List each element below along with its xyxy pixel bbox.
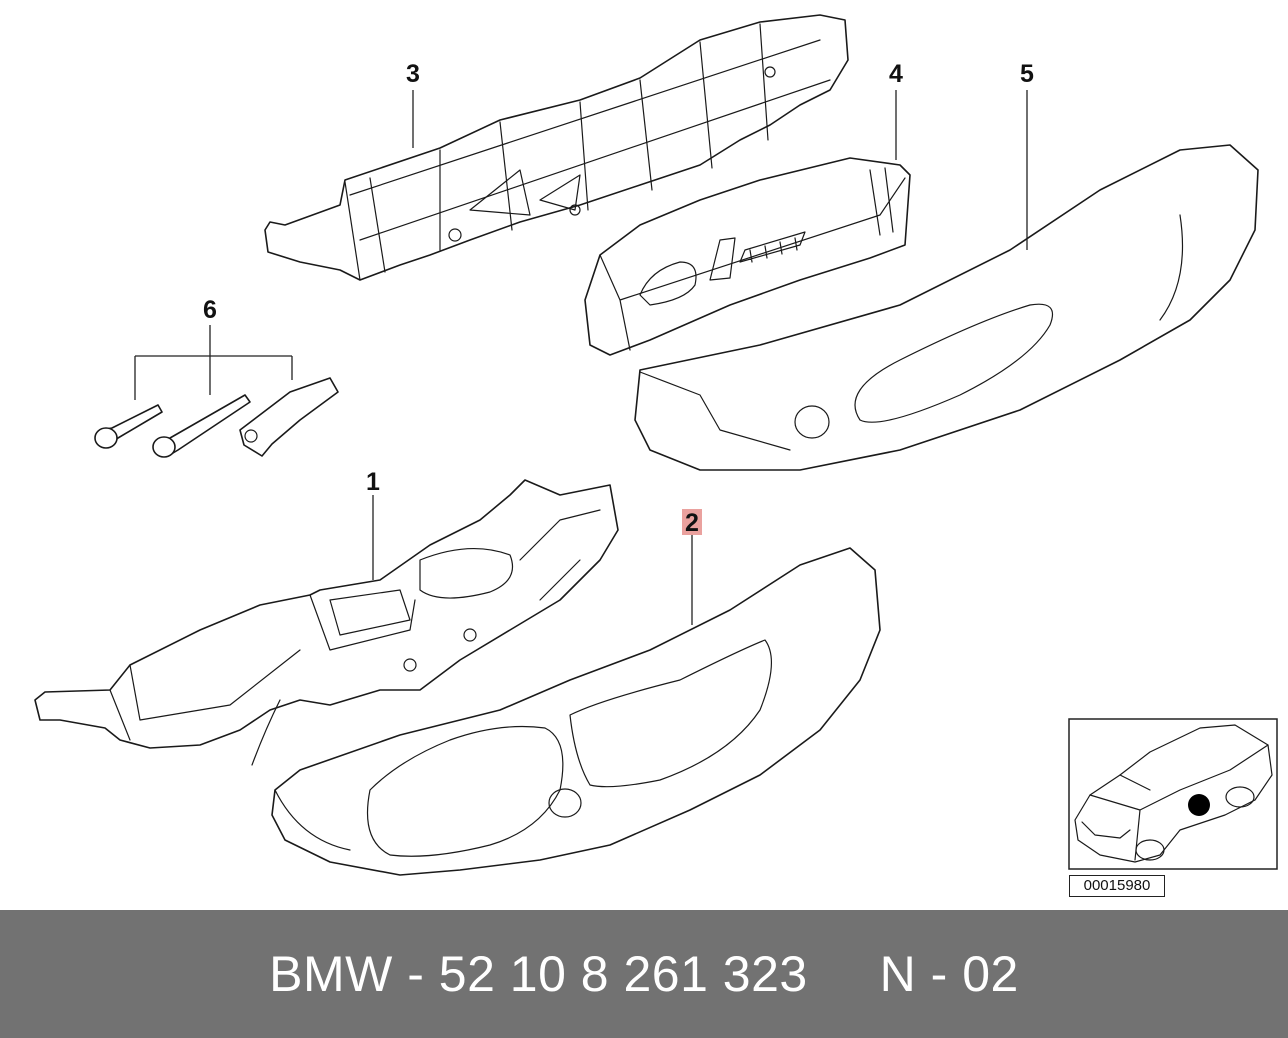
callout-4[interactable]: 4	[889, 60, 903, 88]
vehicle-locator-thumbnail	[1068, 718, 1278, 870]
part-number-text: BMW - 52 10 8 261 323 N - 02	[269, 946, 1019, 1002]
footer-bar: BMW - 52 10 8 261 323 N - 02	[0, 910, 1288, 1038]
part-5-outer-cover	[634, 144, 1259, 471]
callout-3[interactable]: 3	[406, 60, 420, 88]
exploded-parts-diagram: 3 4 5 6 1 2	[34, 14, 1278, 876]
callout-5[interactable]: 5	[1020, 60, 1034, 88]
callout-2-highlight	[682, 509, 702, 535]
callout-2[interactable]: 2	[685, 509, 699, 537]
callout-6[interactable]: 6	[203, 296, 217, 324]
part-2-inner-cover	[271, 547, 881, 876]
part-6-fasteners	[94, 325, 339, 458]
part-4-seat-switch	[584, 157, 911, 356]
vehicle-location-marker	[1188, 794, 1210, 816]
part-1-adjuster-mechanism	[34, 479, 619, 766]
callout-1[interactable]: 1	[366, 468, 380, 496]
reference-number: 00015980	[1069, 875, 1165, 897]
callout-leaders	[372, 90, 1028, 625]
part-3-seat-bracket	[264, 14, 849, 281]
